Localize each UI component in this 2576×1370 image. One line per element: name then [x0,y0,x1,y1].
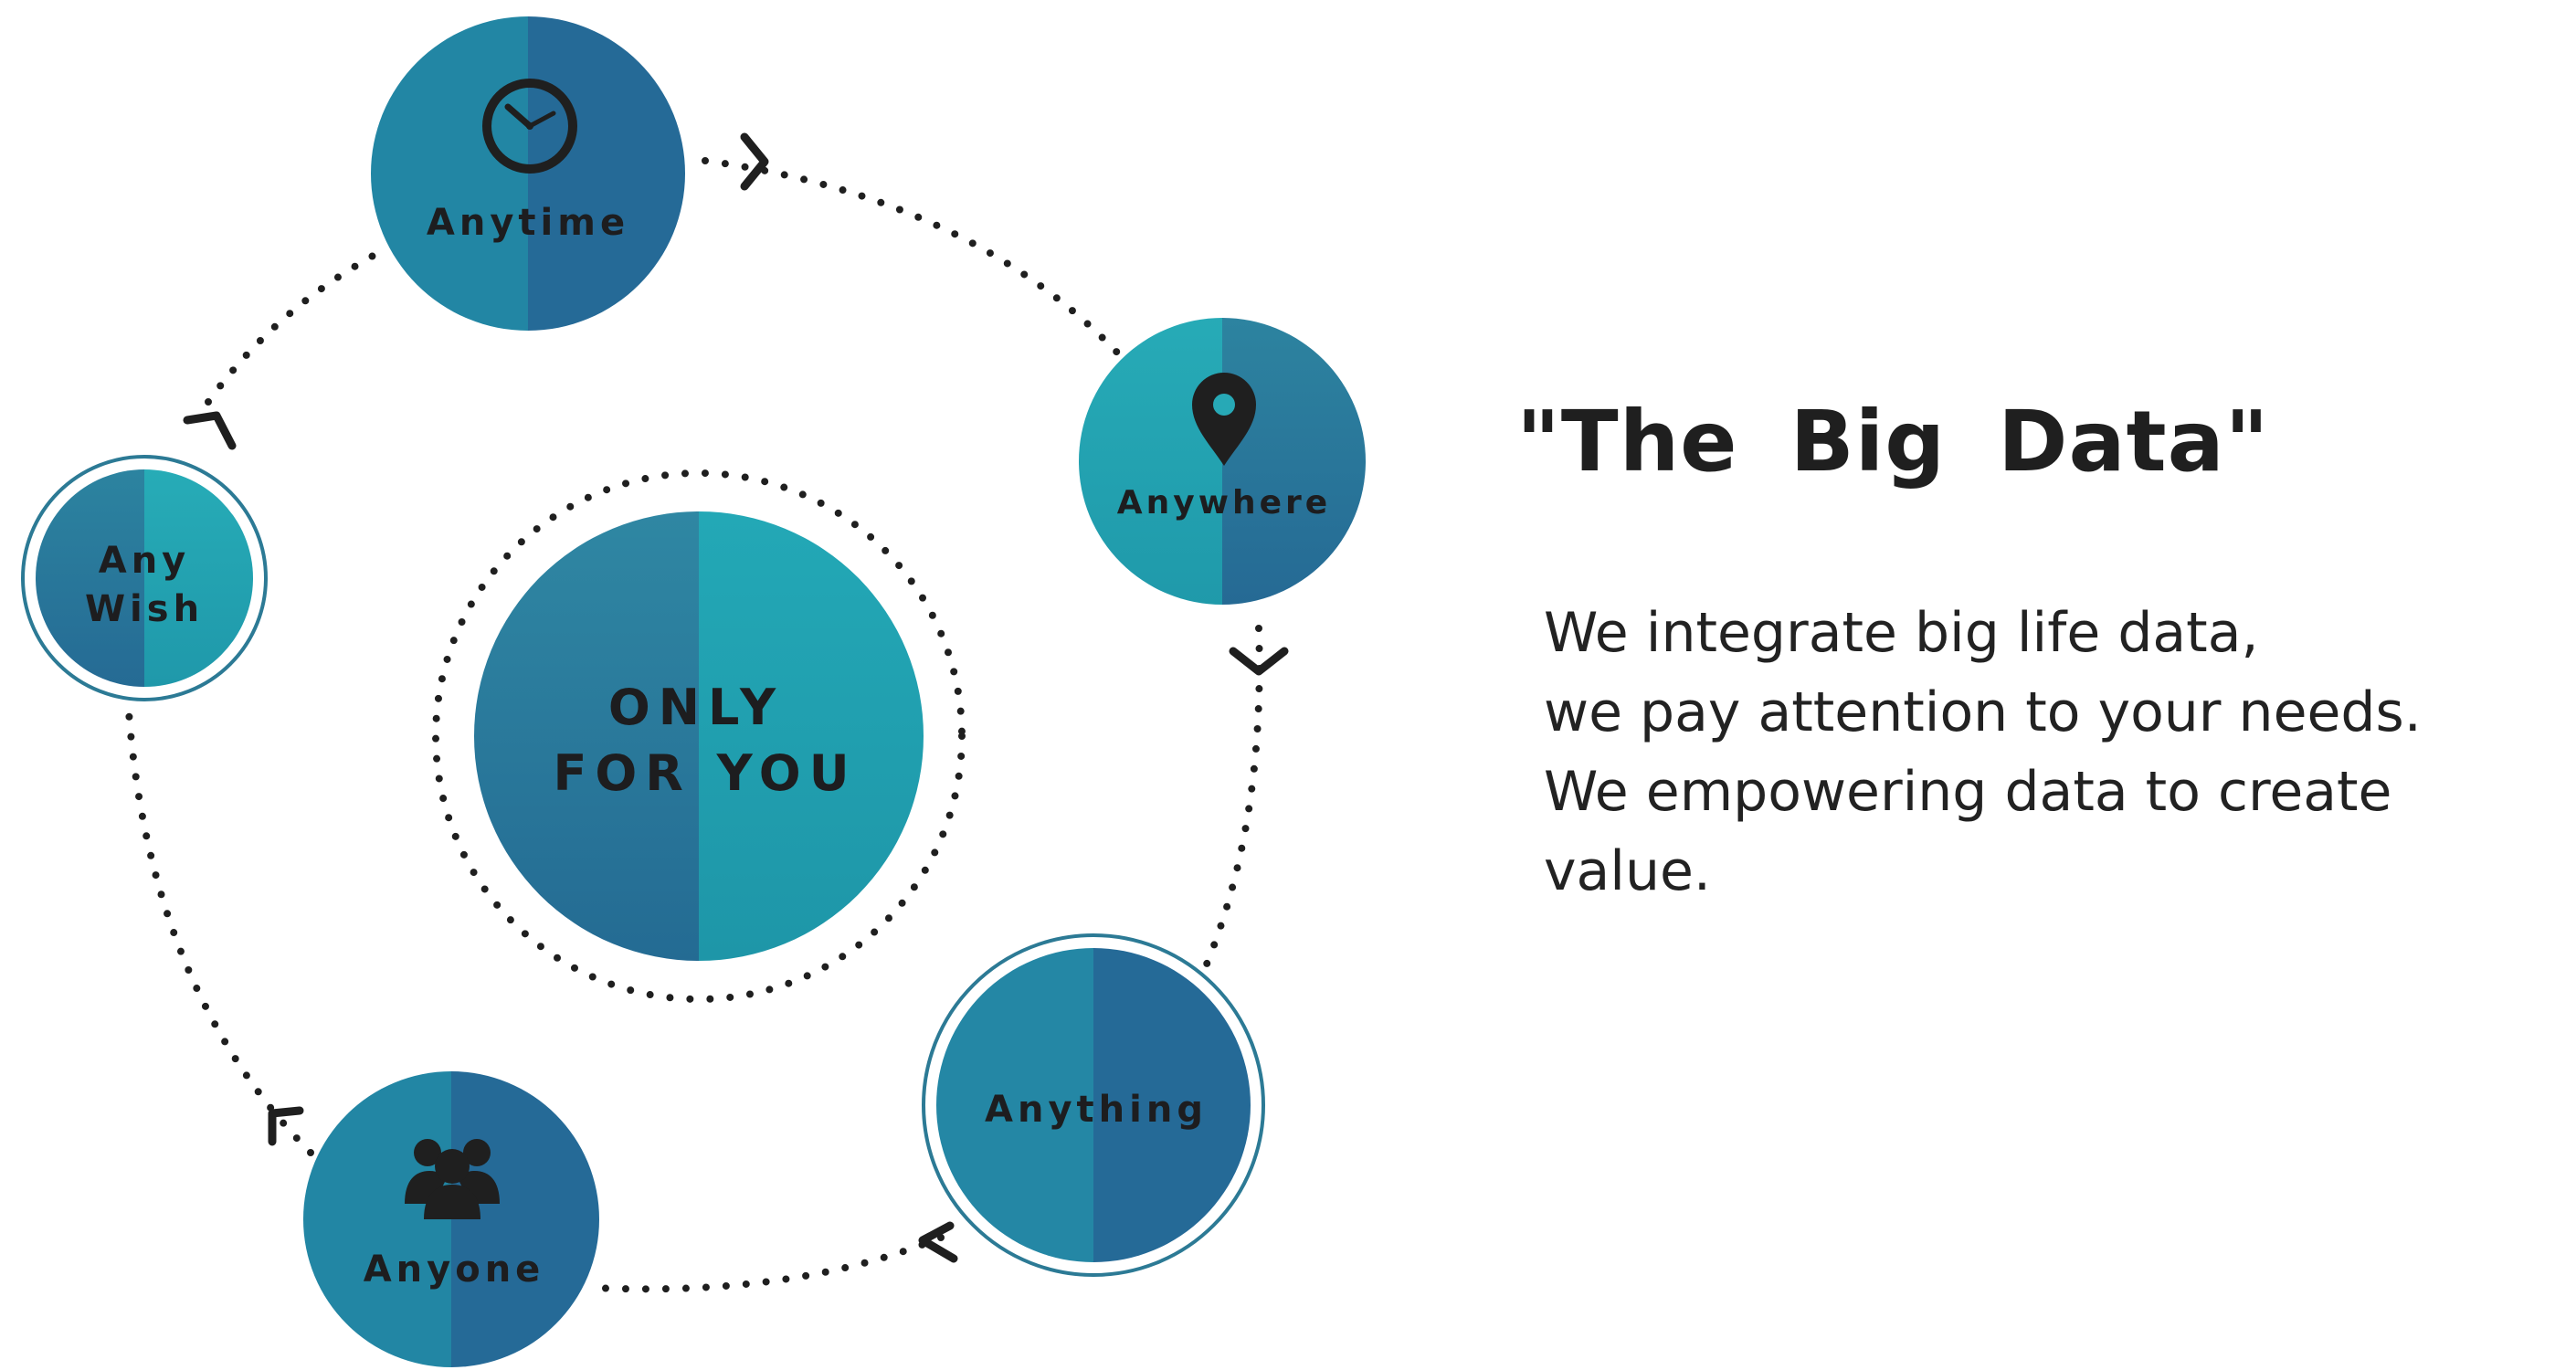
people-group-icon [405,1139,500,1219]
dotted-cycle-path [124,157,1263,1293]
center-label-line2: FOR YOU [553,744,857,802]
description: We integrate big life data, we pay atten… [1544,594,2422,912]
center-label-line1: ONLY [608,679,784,736]
chevron-left-icon [268,1106,304,1146]
any-wish-node: Any Wish [21,455,268,701]
center-dotted-ring [432,469,966,1003]
anywhere-label: Anywhere [1117,484,1331,522]
description-line: We integrate big life data, [1544,601,2259,665]
chevron-down-icon [1229,647,1289,676]
anything-label: Anything [985,1089,1208,1131]
location-pin-icon [1192,373,1256,466]
anytime-label: Anytime [427,202,629,244]
description-line: We empowering data to create [1544,760,2392,824]
any-wish-label-line1: Any [99,540,191,582]
anyone-node: Anyone [303,1071,599,1367]
anyone-label: Anyone [364,1249,545,1291]
any-wish-label-line2: Wish [85,588,204,630]
direction-arrows [183,132,1289,1263]
description-line: we pay attention to your needs. [1544,680,2422,744]
anything-node: Anything [922,933,1265,1277]
clock-icon [482,79,577,174]
chevron-left-icon [918,1221,958,1263]
headline: "The Big Data" [1516,393,2270,490]
cycle-diagram: ONLY FOR YOU Anytime Anywhere [21,16,1366,1367]
chevron-right-icon [740,132,769,191]
center-node: ONLY FOR YOU [474,511,924,961]
description-line: value. [1544,839,1711,903]
chevron-up-icon [183,411,237,450]
anytime-node: Anytime [371,16,685,331]
anywhere-node: Anywhere [1079,318,1366,605]
